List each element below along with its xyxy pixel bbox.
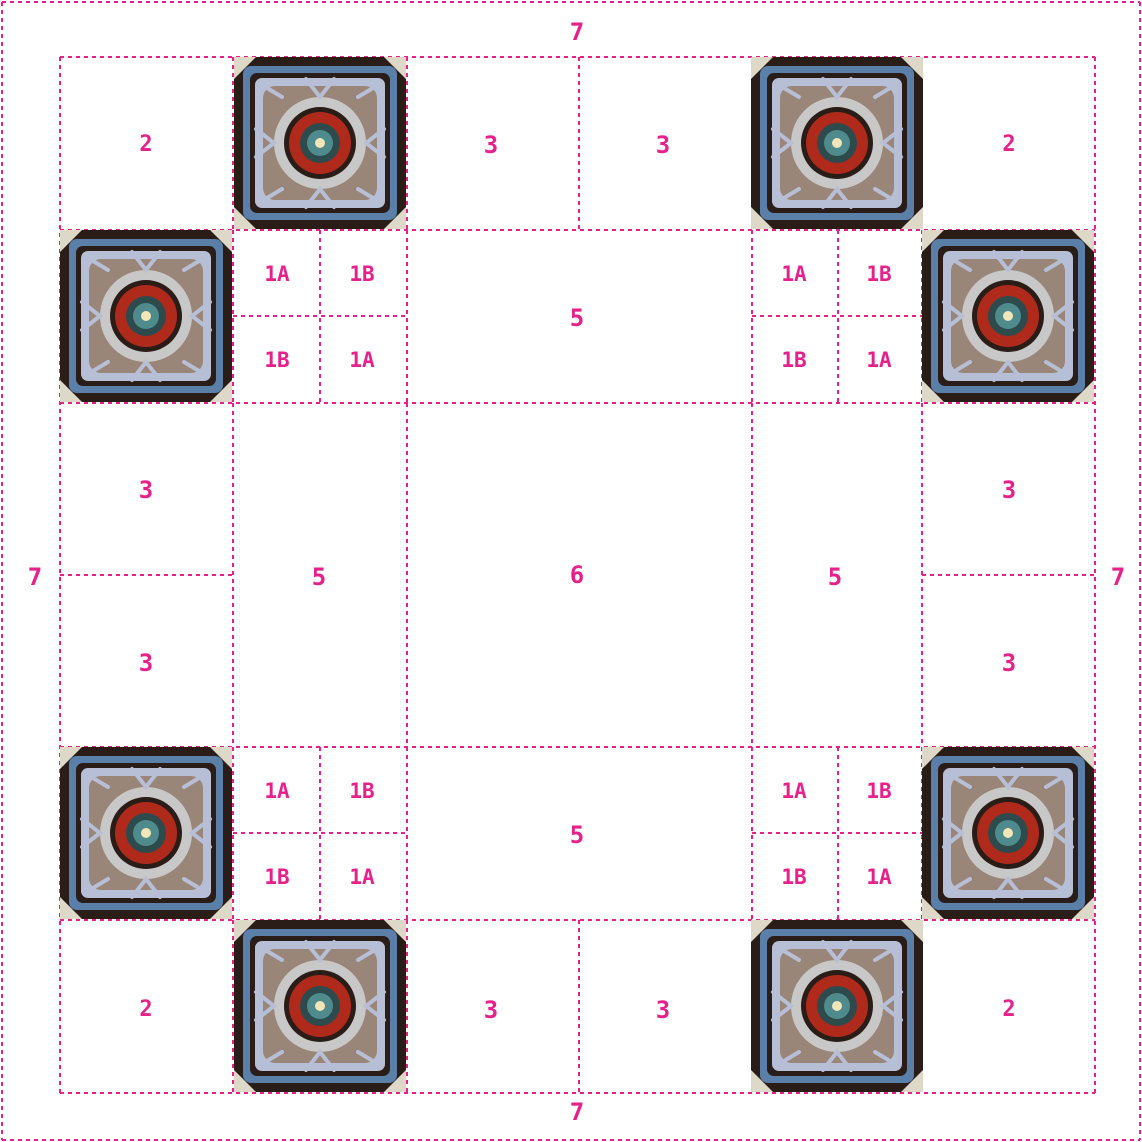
granny-square-icon: [751, 920, 923, 1092]
mini-bl-2: 1B: [349, 779, 374, 803]
granny-square-icon: [234, 920, 406, 1092]
mini-br-2: 1B: [866, 779, 891, 803]
granny-square-icon: [922, 230, 1094, 402]
panel-label-center: 6: [570, 561, 584, 589]
corner-label-top-right: 2: [1002, 132, 1015, 157]
border-label-bottom: 7: [570, 1098, 584, 1126]
granny-square-icon: [60, 230, 232, 402]
granny-square-icon: [234, 57, 406, 229]
panel-labels: 5 5 5 5 6: [312, 304, 842, 849]
granny-square-icon: [751, 57, 923, 229]
corner-label-bottom-left: 2: [139, 997, 152, 1022]
mini-tr-3: 1B: [781, 348, 806, 372]
corner-label-top-left: 2: [139, 132, 152, 157]
edge-label-left-upper: 3: [139, 476, 153, 504]
edge-label-top-left: 3: [484, 131, 498, 159]
edge-label-right-lower: 3: [1002, 649, 1016, 677]
granny-square-icon: [922, 747, 1094, 919]
mini-br-1: 1A: [781, 779, 807, 803]
mini-tl-2: 1B: [349, 262, 374, 286]
border-label-left: 7: [28, 563, 42, 591]
edge-label-bottom-left: 3: [484, 996, 498, 1024]
corner-label-bottom-right: 2: [1002, 997, 1015, 1022]
mini-tr-2: 1B: [866, 262, 891, 286]
panel-label-left: 5: [312, 563, 326, 591]
mini-tl-3: 1B: [264, 348, 289, 372]
mini-bl-1: 1A: [264, 779, 290, 803]
panel-label-top: 5: [570, 304, 584, 332]
panel-label-right: 5: [828, 563, 842, 591]
mini-br-3: 1B: [781, 865, 806, 889]
border-label-top: 7: [570, 18, 584, 46]
mini-tr-4: 1A: [866, 348, 892, 372]
border-label-right: 7: [1111, 563, 1125, 591]
edge-label-top-right: 3: [656, 131, 670, 159]
mini-tl-1: 1A: [264, 262, 290, 286]
mini-bl-3: 1B: [264, 865, 289, 889]
mini-tr-1: 1A: [781, 262, 807, 286]
mini-br-4: 1A: [866, 865, 892, 889]
granny-square-icon: [60, 747, 232, 919]
edge-label-bottom-right: 3: [656, 996, 670, 1024]
mini-bl-4: 1A: [349, 865, 375, 889]
edge-label-right-upper: 3: [1002, 476, 1016, 504]
mini-tl-4: 1A: [349, 348, 375, 372]
edge-label-left-lower: 3: [139, 649, 153, 677]
panel-label-bottom: 5: [570, 821, 584, 849]
